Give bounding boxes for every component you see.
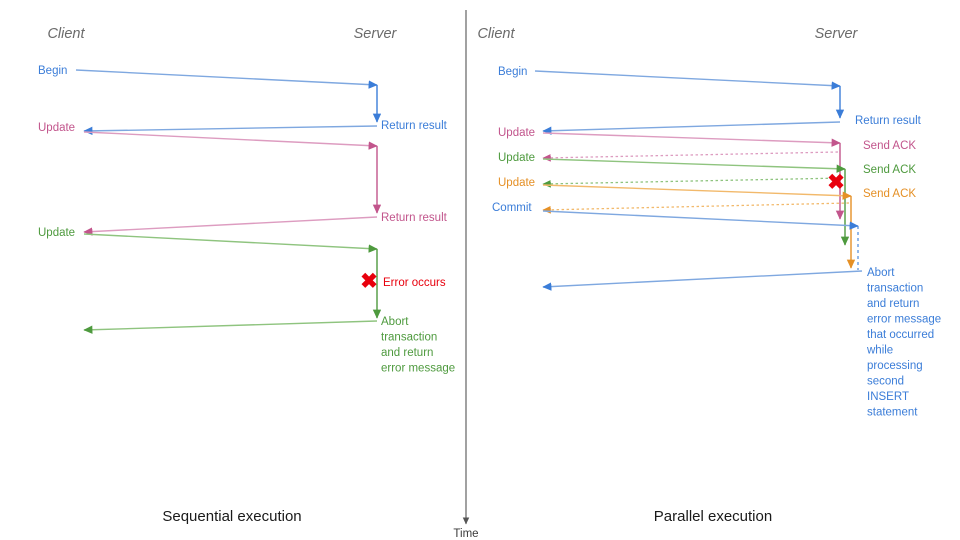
error-x-icon: ✖ [827, 171, 845, 194]
client-message-label: Update [498, 127, 535, 139]
server-message-label: Return result [381, 212, 448, 224]
actor-header-server: Server [354, 26, 398, 42]
response-arrow [83, 216, 378, 236]
flow-update3-request-ack [542, 184, 856, 269]
client-message-label: Commit [492, 202, 532, 214]
client-message-label: Begin [38, 65, 67, 77]
server-message-label: Send ACK [863, 140, 916, 152]
request-arrow [75, 69, 378, 89]
client-message-label: Begin [498, 66, 527, 78]
flow-update2-request-abort [83, 233, 382, 334]
server-message-label: Return result [381, 120, 448, 132]
error-occurs-label: Error occurs [383, 277, 446, 289]
response-arrow [542, 270, 863, 291]
request-arrow [83, 131, 378, 150]
panel-caption: Sequential execution [162, 508, 301, 525]
flow-commit-request-abort [542, 210, 863, 291]
note-line: processing [867, 360, 923, 372]
actor-header-server: Server [815, 26, 859, 42]
note-line: error message [867, 314, 941, 326]
ack-arrow [542, 202, 850, 214]
request-arrow [534, 70, 841, 90]
response-arrow [542, 121, 841, 135]
client-message-label: Update [38, 122, 75, 134]
note-block: Abort transaction and return error message t… [866, 267, 941, 419]
note-line: error message [381, 363, 455, 375]
request-arrow [542, 132, 841, 147]
error-x-icon: ✖ [360, 270, 378, 293]
server-message-label: Send ACK [863, 188, 916, 200]
note-line: transaction [381, 332, 437, 344]
response-arrow [83, 320, 378, 334]
panel-caption: Parallel execution [654, 508, 772, 525]
flow-update2-request-ack [542, 158, 850, 246]
request-arrow [542, 158, 846, 173]
note-line: second [867, 376, 904, 388]
flow-begin-request-return [75, 69, 382, 136]
ack-arrow [542, 151, 839, 162]
note-line: INSERT [867, 391, 909, 403]
request-arrow [542, 184, 852, 200]
note-line: transaction [867, 283, 923, 295]
note-line: while [866, 345, 893, 357]
response-arrow [83, 125, 378, 136]
note-line: statement [867, 407, 918, 419]
actor-header-client: Client [477, 26, 515, 42]
note-line: Abort [867, 267, 895, 279]
time-axis-layer: Time [453, 10, 479, 540]
client-message-label: Update [38, 227, 75, 239]
time-axis-label: Time [453, 528, 478, 540]
note-block: Abort transaction and return error message [381, 316, 455, 375]
client-message-label: Update [498, 177, 535, 189]
flow-begin-request-return [534, 70, 845, 135]
flow-update1-request-ack [542, 132, 845, 220]
note-line: Abort [381, 316, 409, 328]
server-message-label: Return result [855, 115, 922, 127]
note-line: and return [867, 298, 919, 310]
note-line: that occurred [867, 329, 934, 341]
flow-update1-request-return [83, 131, 382, 236]
request-arrow [83, 233, 378, 253]
server-message-label: Send ACK [863, 164, 916, 176]
ack-arrow [542, 177, 844, 188]
note-line: and return [381, 347, 433, 359]
request-arrow [542, 210, 859, 230]
client-message-label: Update [498, 152, 535, 164]
actor-header-client: Client [47, 26, 85, 42]
